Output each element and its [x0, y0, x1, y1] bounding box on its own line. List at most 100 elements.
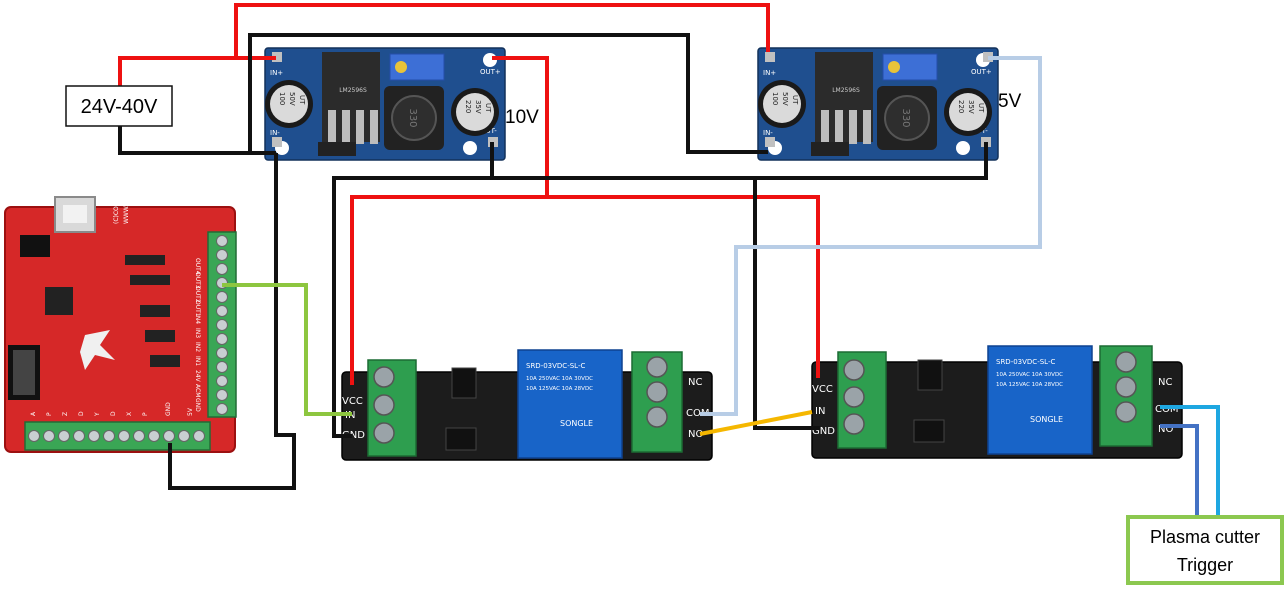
board-bottom-label-9: 5V	[187, 407, 194, 416]
board-bottom-label-8: GND	[165, 402, 172, 416]
board-label-in4: IN4	[194, 314, 201, 324]
relay1-rating2: 10A 125VAC 10A 28VDC	[526, 386, 593, 392]
board-label-24v: 24V	[194, 370, 201, 383]
relay1-brand: SONGLE	[560, 419, 593, 428]
cap3-label-line1: 100	[771, 92, 779, 105]
capacitor-100uf-2: 100 50V UT	[758, 80, 806, 128]
inductor-label-1: 330	[407, 108, 418, 127]
relay2-model: SRD-03VDC-SL-C	[996, 358, 1055, 366]
side-terminal-screw	[216, 361, 228, 373]
bottom-terminal-screw	[28, 430, 40, 442]
wire-red-supply-in1	[118, 56, 276, 86]
relay1-label-nc: NC	[688, 377, 702, 388]
board-bottom-label-5: D	[110, 411, 117, 416]
label-in-minus-2: IN-	[763, 129, 773, 137]
plasma-cutter-label-line1: Plasma cutter	[1150, 527, 1260, 547]
board-bottom-label-1: P	[46, 412, 53, 416]
mcu-chip	[45, 287, 73, 315]
cap4-label-line2: 35V	[967, 100, 975, 114]
board-label-in1: IN1	[194, 356, 201, 366]
board-copyright: (C)COPYRIGHT 2016	[113, 163, 120, 224]
relay1-label-vcc: VCC	[342, 396, 363, 407]
controller-board: (C)COPYRIGHT 2016 WWW.VADSUR.COM OUT4 OU…	[4, 163, 237, 453]
board-label-in3: IN3	[194, 328, 201, 338]
wire-blue-plasma	[1160, 424, 1199, 516]
capacitor-220uf-1: 220 35V UT	[451, 88, 499, 136]
board-label-out2: OUT2	[194, 286, 201, 303]
bottom-terminal-screw	[193, 430, 205, 442]
relay2-relay-body	[987, 345, 1093, 455]
bottom-terminal-screw	[103, 430, 115, 442]
board-bottom-label-0: A	[30, 411, 37, 416]
inductor-label-2: 330	[900, 108, 911, 127]
cap2-label-line2: 35V	[474, 100, 482, 114]
board-label-out1: OUT1	[194, 300, 201, 317]
diode-2	[811, 142, 849, 156]
cap3-label-line3: UT	[791, 95, 799, 105]
buck-converter-10v: IN+ IN- OUT+ OUT- LM2596S 330 100 50V UT…	[264, 47, 506, 161]
relay2-brand: SONGLE	[1030, 415, 1063, 424]
relay2-label-gnd: GND	[812, 426, 835, 437]
chip-label-1: LM2596S	[339, 87, 367, 94]
wire-black-supply-gnd	[118, 125, 276, 155]
bottom-terminal-screw	[73, 430, 85, 442]
power-input-label-box: 24V-40V	[65, 85, 173, 127]
bottom-terminal-screw	[58, 430, 70, 442]
board-bottom-label-4: Y	[94, 412, 101, 417]
side-terminal-screw	[216, 403, 228, 415]
relay2-jumper-top	[917, 359, 943, 391]
bottom-terminal-screw	[43, 430, 55, 442]
label-out-plus-1: OUT+	[480, 68, 501, 76]
pad-in-minus-1	[272, 137, 282, 147]
bottom-terminal-screw	[88, 430, 100, 442]
board-label-out4: OUT4	[194, 258, 201, 275]
relay1-rating1: 10A 250VAC 10A 30VDC	[526, 376, 593, 382]
bottom-terminal-screw	[178, 430, 190, 442]
side-terminal-screw	[216, 291, 228, 303]
board-bottom-label-3: D	[78, 411, 85, 416]
wire-red-10v-relay1	[350, 195, 547, 385]
bottom-terminal-screw	[133, 430, 145, 442]
relay1-model: SRD-03VDC-SL-C	[526, 362, 585, 370]
relay2-jumper-bottom	[913, 419, 945, 443]
cap4-label-line3: UT	[977, 103, 985, 113]
side-terminal-screw	[216, 375, 228, 387]
relay2-rating1: 10A 250VAC 10A 30VDC	[996, 372, 1063, 378]
board-bottom-label-2: Z	[62, 412, 69, 416]
board-bottom-label-6: X	[126, 412, 133, 416]
bottom-terminal-labels: A P Z D Y D X P GND 5V	[30, 402, 194, 417]
cap4-label-line1: 220	[957, 100, 965, 113]
plasma-cutter-trigger-box: Plasma cutter Trigger	[1126, 515, 1284, 585]
board-label-acm: ACM	[194, 384, 201, 397]
label-in-minus-1: IN-	[270, 129, 280, 137]
cap2-label-line3: UT	[484, 103, 492, 113]
label-in-plus-1: IN+	[270, 69, 283, 77]
capacitor-100uf-1: 100 50V UT	[265, 80, 313, 128]
buck-converter-5v: IN+ IN- OUT+ OUT- LM2596S 330 100 50V UT…	[757, 47, 999, 161]
board-bottom-label-7: P	[142, 412, 149, 416]
board-label-in2: IN2	[194, 342, 201, 352]
relay1-label-com: COM	[686, 408, 709, 419]
relay-module-2: VCC IN GND SRD-03VDC-SL-C 10A 250VAC 10A…	[811, 345, 1183, 459]
wire-lightblue-5v	[700, 56, 1042, 416]
relay1-label-no: NO	[688, 429, 703, 440]
wires	[118, 3, 1220, 516]
wire-black-gnd-relay2	[753, 178, 820, 430]
relay2-label-no: NO	[1158, 424, 1173, 435]
label-in-plus-2: IN+	[763, 69, 776, 77]
relay1-jumper-bottom	[445, 427, 477, 451]
board-label-out3: OUT3	[194, 272, 201, 289]
label-out-plus-2: OUT+	[971, 68, 992, 76]
bottom-terminal-screw	[163, 430, 175, 442]
relay1-jumper-top	[451, 367, 477, 399]
board-site: WWW.VADSUR.COM	[123, 164, 130, 224]
wire-cyan-plasma	[1160, 405, 1220, 516]
pad-in-plus-1	[272, 52, 282, 62]
side-terminal-screw	[216, 263, 228, 275]
pad-in-plus-2	[765, 52, 775, 62]
wire-yellow-no-in	[699, 410, 813, 436]
plasma-cutter-label-line2: Trigger	[1177, 555, 1233, 575]
relay2-label-nc: NC	[1158, 377, 1172, 388]
wire-black-in-minus-bridge	[248, 33, 768, 154]
